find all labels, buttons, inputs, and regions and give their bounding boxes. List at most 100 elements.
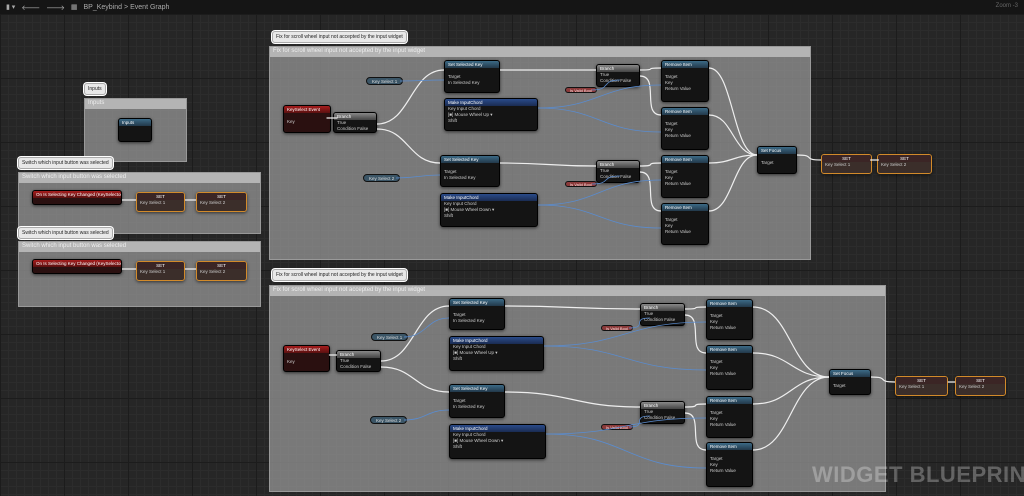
node-pin[interactable]: Key Input Chord xyxy=(444,201,477,206)
node-pin[interactable]: True xyxy=(600,168,610,173)
node-pin[interactable]: Shift xyxy=(453,444,463,449)
bool-getter[interactable]: Is Valid Bool xyxy=(565,181,597,187)
bool-getter[interactable]: Is Valid Bool xyxy=(601,424,633,430)
node-pin[interactable]: Key xyxy=(665,127,673,132)
node-pin[interactable]: [■] Mouse Wheel Down ▾ xyxy=(453,438,504,443)
comment-bubble[interactable]: Inputs xyxy=(84,83,106,95)
node-pin[interactable]: Key Select 1 xyxy=(140,269,166,274)
node-pin[interactable]: Target xyxy=(665,121,678,126)
node-pin[interactable]: Target xyxy=(710,456,723,461)
node-pin[interactable]: Condition False xyxy=(337,126,369,131)
node-pin[interactable]: Shift xyxy=(453,356,463,361)
node-pin[interactable]: Target xyxy=(833,383,846,388)
node-pin[interactable]: Key xyxy=(710,416,718,421)
node-pin[interactable]: Key xyxy=(710,319,718,324)
node-pin[interactable]: Condition False xyxy=(600,78,632,83)
node-pin[interactable]: Condition False xyxy=(340,364,372,369)
comment-box[interactable]: Fix for scroll wheel input not accepted … xyxy=(269,285,886,492)
node-pin[interactable]: [■] Mouse Wheel Up ▾ xyxy=(453,350,498,355)
node-pin[interactable]: Return Value xyxy=(710,468,736,473)
comment-box[interactable]: Inputs xyxy=(84,98,187,162)
menu-icon[interactable]: ▮ ▾ xyxy=(6,4,16,11)
node-pin[interactable]: Key xyxy=(287,119,295,124)
node-pin[interactable]: In Selected Key xyxy=(444,175,476,180)
node-pin[interactable]: Target xyxy=(453,398,466,403)
node-pin[interactable]: Return Value xyxy=(665,133,691,138)
node-pin[interactable]: Key Select 1 xyxy=(899,384,925,389)
node-pin[interactable]: Key xyxy=(665,175,673,180)
node-pin[interactable]: In Selected Key xyxy=(453,318,485,323)
node-pin[interactable]: Return Value xyxy=(665,181,691,186)
bool-getter[interactable]: Is Valid Bool xyxy=(565,87,597,93)
node-pin[interactable]: Key Select 2 xyxy=(200,200,226,205)
node-pin[interactable]: In Selected Key xyxy=(453,404,485,409)
function-node[interactable]: Inputs xyxy=(118,118,152,142)
node-pin[interactable]: Target xyxy=(453,312,466,317)
node-pin[interactable]: Target xyxy=(761,160,774,165)
node-pin[interactable]: Key Input Chord xyxy=(453,432,486,437)
node-pin[interactable]: True xyxy=(644,311,654,316)
node-pin[interactable]: Condition False xyxy=(644,415,676,420)
event-node[interactable]: On Is Selecting Key Changed (KeySelector… xyxy=(32,190,122,205)
node-pin[interactable]: Return Value xyxy=(710,371,736,376)
node-pin[interactable]: Key Select 2 xyxy=(200,269,226,274)
node-pin[interactable]: Target xyxy=(710,359,723,364)
node-pin[interactable]: Key xyxy=(665,223,673,228)
node-pin[interactable]: Key Select 1 xyxy=(825,162,851,167)
node-pin[interactable]: Target xyxy=(710,313,723,318)
node-pin[interactable]: Target xyxy=(665,74,678,79)
node-pin[interactable]: Key xyxy=(665,80,673,85)
node-pin[interactable]: True xyxy=(337,120,347,125)
variable-getter[interactable]: Key Select 1 xyxy=(366,77,404,85)
node-pin[interactable]: Target xyxy=(710,410,723,415)
comment-bubble[interactable]: Fix for scroll wheel input not accepted … xyxy=(272,31,407,43)
forward-button[interactable]: 🡒 xyxy=(46,4,65,12)
node-pin[interactable]: Key xyxy=(710,462,718,467)
bool-getter[interactable]: Is Valid Bool xyxy=(601,325,633,331)
variable-getter[interactable]: Key Select 2 xyxy=(363,174,401,182)
node-pin[interactable]: [■] Mouse Wheel Up ▾ xyxy=(448,112,493,117)
node-pin[interactable]: Return Value xyxy=(665,86,691,91)
node-pin[interactable]: Return Value xyxy=(710,325,736,330)
variable-getter[interactable]: Key Select 1 xyxy=(371,333,409,341)
comment-bubble[interactable]: Switch which input button was selected xyxy=(18,157,113,169)
node-pin[interactable]: Key Select 2 xyxy=(959,384,985,389)
breadcrumb-graph[interactable]: Event Graph xyxy=(130,3,170,11)
node-pin[interactable]: Target xyxy=(444,169,457,174)
node-pin[interactable]: Return Value xyxy=(665,229,691,234)
node-pin[interactable]: True xyxy=(644,409,654,414)
node-pin[interactable]: Shift xyxy=(448,118,458,123)
node-pin[interactable]: [■] Mouse Wheel Down ▾ xyxy=(444,207,495,212)
node-pin[interactable]: Key Select 2 xyxy=(881,162,907,167)
node-pin[interactable]: Target xyxy=(665,217,678,222)
node-pin[interactable]: Shift xyxy=(444,213,454,218)
node-pin[interactable]: True xyxy=(340,358,350,363)
